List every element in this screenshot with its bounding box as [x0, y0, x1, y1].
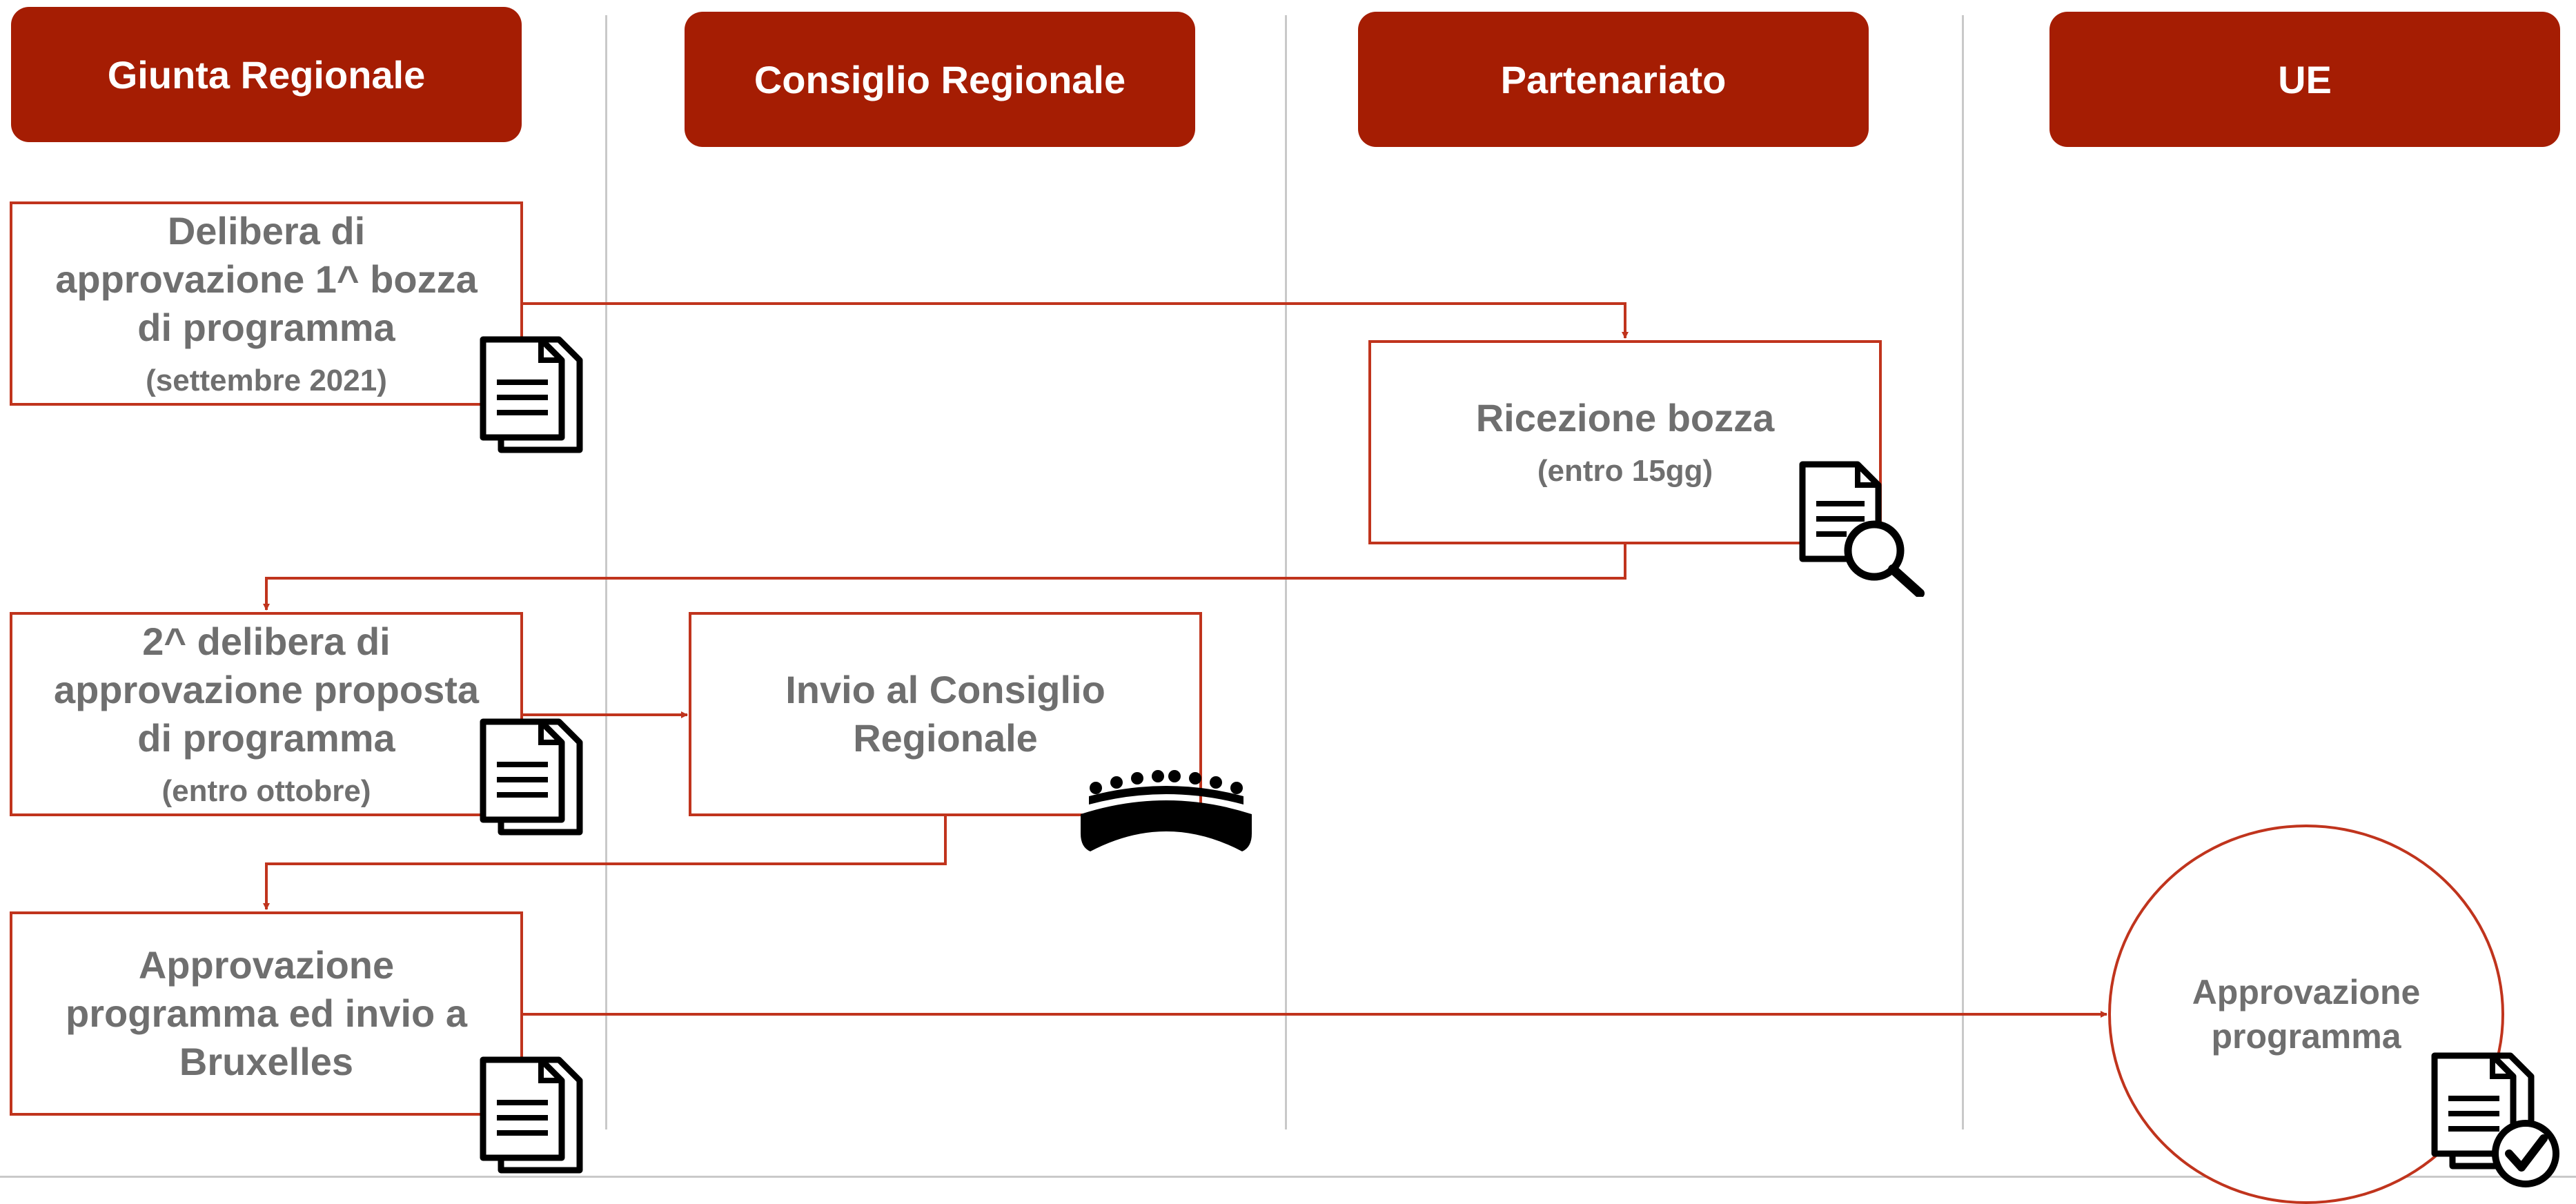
step-delibera-1: Delibera di approvazione 1^ bozza di pro…	[10, 201, 523, 406]
documents-icon	[480, 1056, 583, 1174]
lane-header-consiglio-regionale: Consiglio Regionale	[685, 12, 1195, 147]
step-title: Invio al Consiglio Regionale	[785, 668, 1105, 760]
step-date: (entro 15gg)	[1537, 454, 1713, 488]
step-date: (settembre 2021)	[146, 364, 387, 397]
arrow-invio-to-approvazione	[263, 816, 947, 910]
documents-icon	[480, 718, 583, 836]
document-search-icon	[1799, 461, 1925, 597]
documents-check-icon	[2431, 1052, 2559, 1187]
arrow-ricezione-to-delibera2	[263, 544, 1626, 611]
bottom-divider	[0, 1176, 2576, 1178]
lane-header-ue: UE	[2049, 12, 2560, 147]
lane-header-partenariato: Partenariato	[1358, 12, 1869, 147]
lane-header-giunta-regionale: Giunta Regionale	[11, 7, 522, 142]
step-delibera-2: 2^ delibera di approvazione proposta di …	[10, 612, 523, 816]
step-title: Ricezione bozza	[1475, 396, 1775, 440]
step-title: 2^ delibera di approvazione proposta di …	[53, 620, 480, 760]
lane-divider	[1285, 15, 1287, 1129]
arrow-delibera1-to-ricezione	[522, 302, 1629, 339]
step-date: (entro ottobre)	[161, 774, 371, 808]
lane-divider	[1962, 15, 1964, 1129]
step-approvazione-invio: Approvazione programma ed invio a Bruxel…	[10, 911, 523, 1116]
documents-icon	[480, 336, 583, 453]
step-ricezione-bozza: Ricezione bozza (entro 15gg)	[1368, 340, 1882, 544]
step-title: Delibera di approvazione 1^ bozza di pro…	[55, 209, 478, 349]
step-title: Approvazione programma ed invio a Bruxel…	[66, 943, 467, 1083]
assembly-icon	[1081, 770, 1252, 851]
lane-divider	[605, 15, 607, 1129]
